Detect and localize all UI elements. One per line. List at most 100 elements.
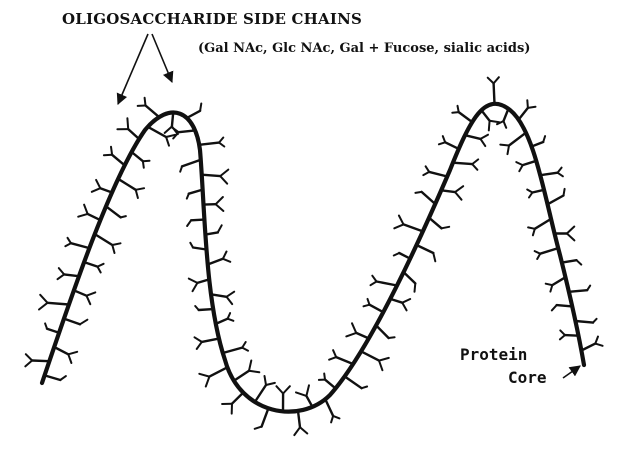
side-chain-branch bbox=[352, 323, 356, 333]
side-chain-branch bbox=[80, 320, 88, 325]
side-chain-branch bbox=[494, 83, 495, 103]
protein-core-label-line2: Core bbox=[508, 368, 547, 387]
side-chain-branch bbox=[399, 216, 404, 225]
side-chain-branch bbox=[148, 127, 166, 137]
side-chain-branch bbox=[262, 408, 269, 426]
side-chain-branch bbox=[593, 319, 597, 323]
side-chain-branch bbox=[504, 121, 507, 128]
side-chain-branch bbox=[481, 135, 489, 139]
side-chain-branch bbox=[445, 142, 459, 149]
side-chain-branch bbox=[472, 159, 478, 164]
side-chain-branch bbox=[576, 321, 594, 323]
side-chain-branch bbox=[331, 416, 333, 423]
side-chain-branch bbox=[87, 296, 91, 305]
side-chain-branch bbox=[565, 335, 579, 336]
side-chain-branch bbox=[481, 110, 489, 121]
side-chain-branch bbox=[540, 173, 557, 176]
side-chain-branch bbox=[442, 227, 450, 229]
side-chain-branch bbox=[200, 104, 201, 111]
side-chain-branch bbox=[88, 214, 101, 220]
side-chain-branch bbox=[345, 376, 362, 388]
side-chain-branch bbox=[532, 190, 544, 193]
side-chain-branch bbox=[587, 286, 590, 291]
side-chain-branch bbox=[179, 130, 196, 132]
side-chain-branch bbox=[242, 342, 246, 348]
side-chain-branch bbox=[550, 285, 552, 292]
side-chain-branch bbox=[128, 129, 139, 139]
side-chain-branch bbox=[146, 106, 160, 118]
side-chain-branch bbox=[223, 259, 230, 262]
side-chain-branch bbox=[394, 253, 399, 256]
side-chain-branch bbox=[216, 319, 228, 324]
side-chain-branch bbox=[533, 229, 535, 236]
side-chain-branch bbox=[453, 163, 472, 164]
side-chain-branch bbox=[537, 254, 540, 259]
side-chain-branch bbox=[64, 319, 80, 325]
side-chain-branch bbox=[276, 386, 283, 393]
side-chain-branch bbox=[206, 377, 210, 387]
side-chain-branch bbox=[294, 427, 300, 435]
side-chain-branch bbox=[121, 216, 126, 217]
side-chain-branch bbox=[227, 297, 233, 304]
side-chain-branch bbox=[370, 305, 384, 313]
side-chain-branch bbox=[202, 339, 219, 342]
side-chain-branch bbox=[227, 292, 235, 297]
side-chain-branch bbox=[552, 305, 557, 310]
side-chain-branch bbox=[548, 196, 564, 205]
side-chain-branch bbox=[48, 303, 69, 305]
side-chain-branch bbox=[560, 335, 565, 339]
side-chain-branch bbox=[98, 267, 101, 273]
side-chain-branch bbox=[26, 354, 32, 360]
side-chain-branch bbox=[96, 180, 100, 188]
side-chain-branch bbox=[379, 361, 382, 371]
side-chain-branch bbox=[202, 175, 221, 176]
side-chain-branch bbox=[199, 374, 209, 377]
side-chain-branch bbox=[452, 112, 458, 113]
side-chain-branch bbox=[78, 214, 87, 217]
side-chain-branch bbox=[423, 172, 429, 175]
side-chain-branch bbox=[54, 347, 68, 354]
side-chains-label: OLIGOSACCHARIDE SIDE CHAINS bbox=[62, 10, 362, 28]
side-chain-branch bbox=[429, 218, 442, 229]
side-chain-branch bbox=[216, 197, 223, 204]
side-chain-branch bbox=[193, 283, 198, 291]
side-chain-branch bbox=[64, 274, 79, 276]
side-chain-branch bbox=[567, 227, 574, 234]
side-chain-branch bbox=[562, 260, 577, 262]
side-chain-branch bbox=[265, 376, 267, 385]
side-chain-branch bbox=[100, 188, 112, 192]
side-chain-branch bbox=[329, 357, 336, 360]
side-chain-branch bbox=[494, 77, 499, 83]
side-chain-branch bbox=[552, 277, 565, 285]
side-chain-branch bbox=[362, 387, 368, 389]
side-chain-branch bbox=[197, 279, 209, 283]
side-chain-branch bbox=[300, 427, 307, 433]
side-chain-branch bbox=[195, 306, 199, 310]
side-chain-branch bbox=[528, 227, 535, 228]
side-chain-branch bbox=[74, 290, 87, 295]
side-chain-branch bbox=[390, 299, 402, 303]
side-chain-branch bbox=[532, 142, 544, 147]
side-chain-branch bbox=[59, 268, 64, 274]
side-chain-branch bbox=[455, 186, 463, 192]
pointer-arrow-right bbox=[152, 34, 172, 82]
side-chain-branch bbox=[441, 190, 455, 192]
side-chain-branch bbox=[567, 234, 575, 241]
side-chain-branch bbox=[195, 337, 202, 342]
side-chain-branch bbox=[166, 137, 169, 146]
side-chain-branch bbox=[439, 142, 445, 144]
side-chain-branch bbox=[32, 361, 49, 362]
side-chain-branch bbox=[333, 350, 336, 357]
side-chain-branch bbox=[372, 276, 376, 282]
side-chain-branch bbox=[481, 139, 486, 146]
side-chain-branch bbox=[527, 100, 528, 108]
side-chain-branch bbox=[190, 243, 193, 248]
side-chain-branch bbox=[558, 168, 562, 173]
side-chain-branch bbox=[218, 225, 222, 232]
side-chain-branch bbox=[191, 220, 204, 221]
side-chain-branch bbox=[472, 164, 477, 170]
side-chain-branch bbox=[209, 367, 227, 376]
side-chain-branch bbox=[519, 108, 528, 120]
side-chain-branch bbox=[379, 358, 389, 361]
side-chain-branch bbox=[394, 224, 403, 228]
